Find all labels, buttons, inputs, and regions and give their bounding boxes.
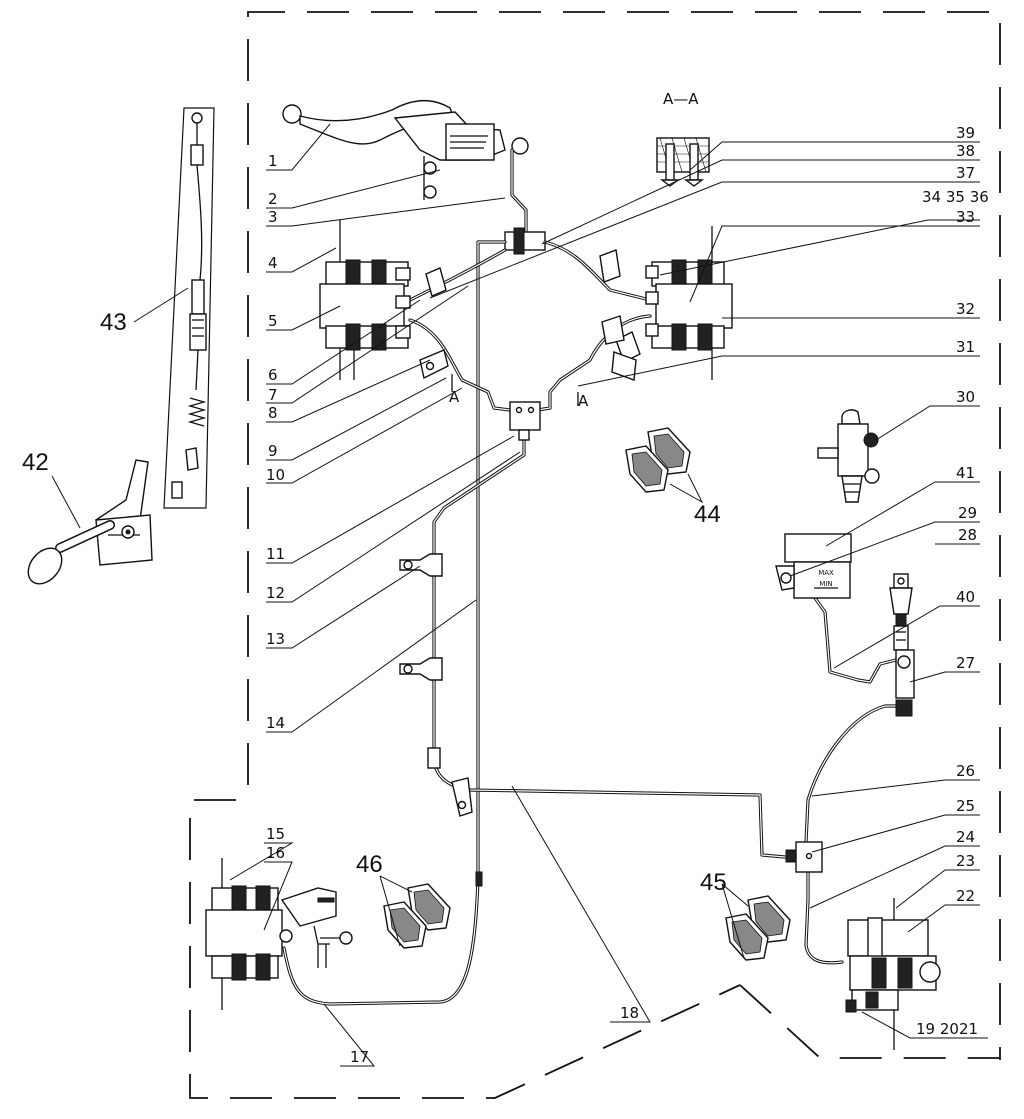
fluid-reservoir: MAX MIN — [775, 533, 852, 599]
brake-pads-44 — [625, 427, 691, 493]
callout-41: 41 — [956, 464, 975, 482]
callout-5: 5 — [268, 312, 278, 330]
handbrake-cable-assembly — [163, 107, 215, 509]
callout-labels: A—A A A 1 2 3 4 5 6 7 8 9 10 11 12 13 14… — [22, 90, 989, 1066]
callout-25: 25 — [956, 797, 975, 815]
callout-43: 43 — [100, 309, 127, 336]
callout-42: 42 — [22, 449, 49, 476]
callout-18: 18 — [620, 1004, 639, 1022]
callout-27: 27 — [956, 654, 975, 672]
leader-lines — [51, 123, 988, 1067]
callout-46: 46 — [356, 851, 383, 878]
callout-24: 24 — [956, 828, 975, 846]
brake-pads-45 — [725, 895, 791, 961]
callout-31: 31 — [956, 338, 975, 356]
hand-master-cylinder — [282, 99, 529, 200]
callout-3: 3 — [268, 208, 278, 226]
callout-7: 7 — [268, 386, 278, 404]
dashed-boundary — [189, 11, 1001, 1099]
front-right-caliper — [645, 226, 733, 380]
callout-38: 38 — [956, 142, 975, 160]
section-label: A—A — [663, 90, 699, 108]
brake-pads-46 — [383, 883, 451, 949]
callout-45: 45 — [700, 869, 727, 896]
brake-valve — [817, 409, 880, 503]
callout-16: 16 — [266, 844, 285, 862]
callout-2: 2 — [268, 190, 278, 208]
section-detail — [656, 137, 710, 187]
reservoir-max-mark: MAX — [818, 569, 834, 577]
callout-39: 39 — [956, 124, 975, 142]
callout-12: 12 — [266, 584, 285, 602]
callout-1: 1 — [268, 152, 278, 170]
rear-brake-block — [785, 841, 823, 873]
callout-34-35-36: 34 35 36 — [922, 188, 989, 206]
callout-9: 9 — [268, 442, 278, 460]
parking-brake-lever — [27, 459, 153, 585]
rear-right-caliper — [845, 898, 941, 1050]
pipe-fittings — [399, 249, 641, 887]
callout-33: 33 — [956, 208, 975, 226]
callout-8: 8 — [268, 404, 278, 422]
callout-30: 30 — [956, 388, 975, 406]
callout-37: 37 — [956, 164, 975, 182]
callout-19-20-21: 19 2021 — [916, 1020, 978, 1038]
callout-11: 11 — [266, 545, 285, 563]
front-left-caliper — [319, 220, 411, 380]
callout-23: 23 — [956, 852, 975, 870]
callout-4: 4 — [268, 254, 278, 272]
callout-10: 10 — [266, 466, 285, 484]
callout-26: 26 — [956, 762, 975, 780]
section-mark-right: A — [578, 392, 589, 410]
callout-14: 14 — [266, 714, 285, 732]
section-mark-left: A — [449, 388, 460, 406]
brake-distribution-block — [509, 401, 541, 441]
callout-40: 40 — [956, 588, 975, 606]
callout-29: 29 — [958, 504, 977, 522]
callout-15: 15 — [266, 825, 285, 843]
pedal-master-cylinder — [889, 573, 915, 717]
rear-left-caliper — [205, 858, 353, 1010]
section-marks — [451, 374, 579, 406]
callout-17: 17 — [350, 1048, 369, 1066]
brake-lines — [282, 148, 900, 1006]
callout-28: 28 — [958, 526, 977, 544]
callout-6: 6 — [268, 366, 278, 384]
reservoir-min-mark: MIN — [819, 580, 832, 588]
callout-13: 13 — [266, 630, 285, 648]
callout-44: 44 — [694, 501, 721, 528]
callout-22: 22 — [956, 887, 975, 905]
callout-32: 32 — [956, 300, 975, 318]
